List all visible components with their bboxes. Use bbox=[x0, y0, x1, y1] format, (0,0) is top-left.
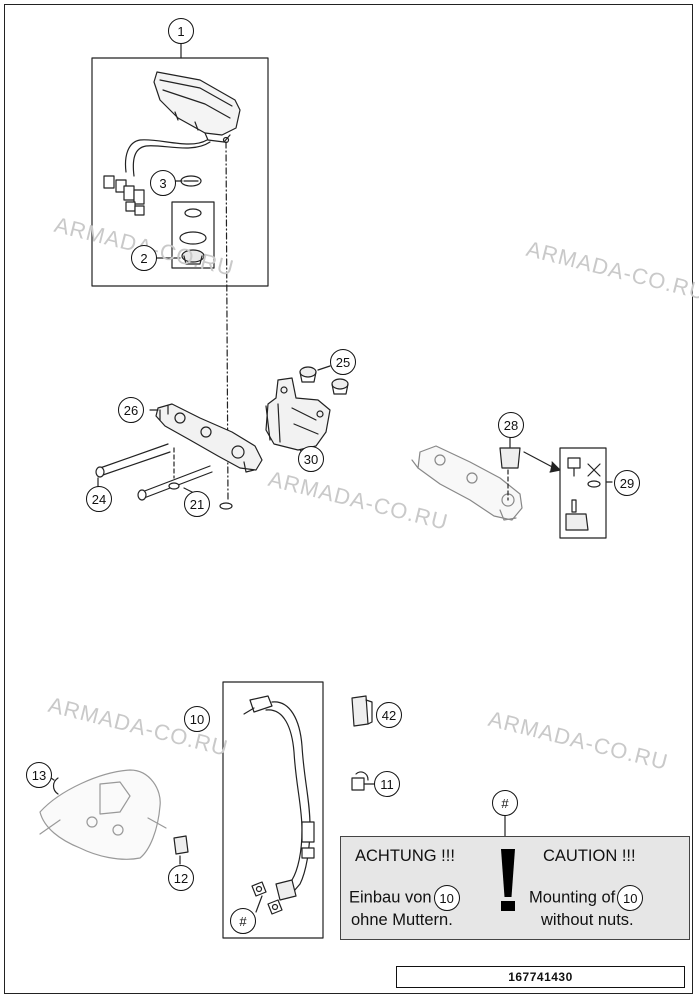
clamp-part-11 bbox=[351, 771, 375, 791]
grommet-part-25 bbox=[299, 365, 349, 395]
callout-hash-nuts[interactable]: # bbox=[230, 908, 256, 934]
callout-part-3[interactable]: 3 bbox=[150, 170, 176, 196]
drawing-frame bbox=[4, 4, 693, 994]
exclamation-icon bbox=[501, 849, 515, 897]
callout-part-25[interactable]: 25 bbox=[330, 349, 356, 375]
grommet-part-28 bbox=[499, 437, 561, 501]
callout-part-26[interactable]: 26 bbox=[118, 397, 144, 423]
clip-part-3 bbox=[174, 175, 202, 187]
exclamation-dot-icon bbox=[501, 901, 515, 911]
callout-part-11[interactable]: 11 bbox=[374, 771, 400, 797]
instrument-cluster-part-1 bbox=[153, 71, 241, 144]
assembly-axis-line bbox=[225, 141, 229, 501]
bushing-part-12 bbox=[173, 835, 189, 865]
group-box-part-1 bbox=[91, 57, 269, 287]
part-ref-de[interactable]: 10 bbox=[433, 885, 460, 911]
group-box-part-29 bbox=[559, 447, 607, 539]
mount-bracket-part-30 bbox=[265, 377, 331, 457]
callout-part-42[interactable]: 42 bbox=[376, 702, 402, 728]
callout-part-12[interactable]: 12 bbox=[168, 865, 194, 891]
warning-line2-de: ohne Muttern. bbox=[351, 911, 453, 929]
callout-part-10[interactable]: 10 bbox=[184, 706, 210, 732]
brake-disc-reference bbox=[39, 769, 167, 860]
callout-part-28[interactable]: 28 bbox=[498, 412, 524, 438]
fastener-kit-part-29 bbox=[565, 457, 613, 531]
warning-title-de: ACHTUNG !!! bbox=[355, 847, 455, 865]
group-box-part-2 bbox=[171, 201, 215, 269]
warning-line2-en: without nuts. bbox=[541, 911, 634, 929]
holder-bracket-part-26 bbox=[149, 403, 263, 473]
callout-part-1[interactable]: 1 bbox=[168, 18, 194, 44]
nut-set-hash-reference bbox=[251, 881, 283, 915]
callout-part-2[interactable]: 2 bbox=[131, 245, 157, 271]
callout-part-13[interactable]: 13 bbox=[26, 762, 52, 788]
seal-set-part-2 bbox=[154, 208, 207, 265]
speed-sensor-cable-part-10 bbox=[243, 695, 315, 901]
drawing-code: 167741430 bbox=[396, 966, 685, 988]
callout-part-24[interactable]: 24 bbox=[86, 486, 112, 512]
callout-part-30[interactable]: 30 bbox=[298, 446, 324, 472]
callout-part-21[interactable]: 21 bbox=[184, 491, 210, 517]
warning-title-en: CAUTION !!! bbox=[543, 847, 636, 865]
screw-part-24 bbox=[95, 443, 171, 489]
callout-hash-warning[interactable]: # bbox=[492, 790, 518, 816]
callout-part-29[interactable]: 29 bbox=[614, 470, 640, 496]
clip-part-42 bbox=[351, 695, 373, 727]
part-ref-en[interactable]: 10 bbox=[617, 885, 644, 911]
holder-reference-view bbox=[411, 445, 523, 521]
wiring-harness bbox=[103, 139, 211, 216]
screw-part-21 bbox=[137, 447, 233, 510]
group-box-part-10 bbox=[222, 681, 324, 939]
